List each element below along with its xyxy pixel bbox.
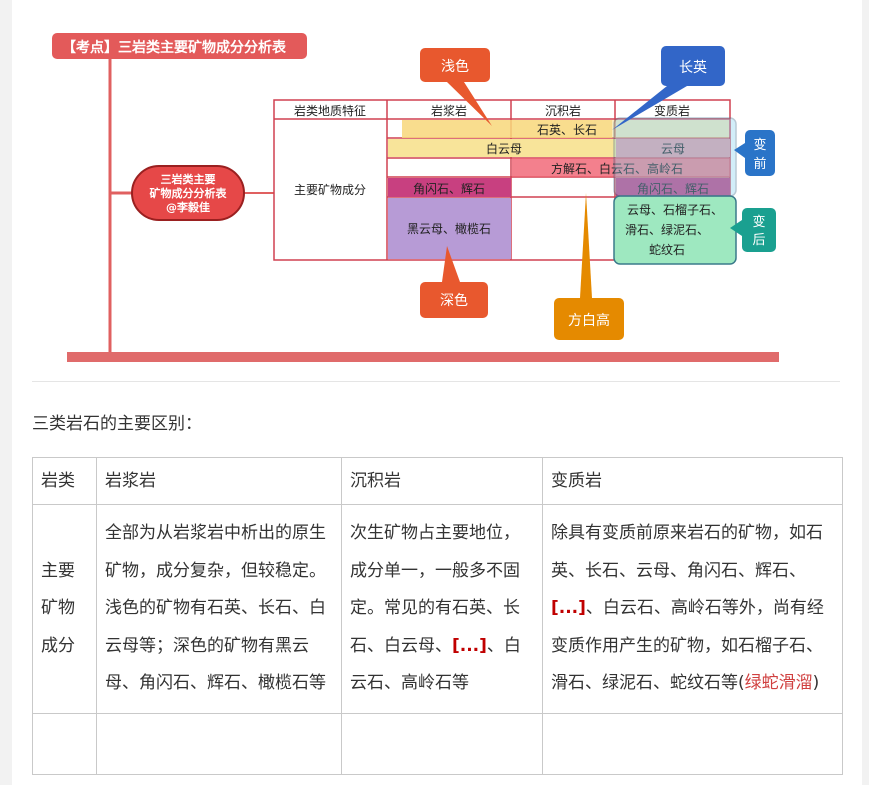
meta-before-box	[613, 117, 737, 197]
mm-cell-meta-mica: 云母	[661, 142, 685, 156]
callout-fangbaigao-text: 方白高	[568, 312, 610, 329]
table-cell	[96, 712, 342, 775]
callout-changying	[661, 46, 725, 86]
band-hornblende-meta	[616, 178, 730, 197]
cell-igneous: 全部为从岩浆岩中析出的原生矿物，成分复杂，但较稳定。浅色的矿物有石英、长石、白云…	[96, 504, 342, 714]
cell-metamorphic: 除具有变质前原来岩石的矿物，如石英、长石、云母、角闪石、辉石、 [...]、白云石…	[542, 504, 843, 714]
center-node-line-3: @李毅佳	[166, 200, 210, 214]
callout-light	[420, 48, 490, 82]
mm-cell-biotite-igneous: 黑云母、橄榄石	[407, 221, 491, 236]
mm-header-metamorphic: 变质岩	[654, 103, 690, 118]
table-row: 主要矿物成分 全部为从岩浆岩中析出的原生矿物，成分复杂，但较稳定。浅色的矿物有石…	[32, 504, 843, 714]
band-quartz	[402, 120, 612, 138]
mnemonic-close: )	[812, 673, 820, 693]
cell-sedimentary: 次生矿物占主要地位，成分单一，一般多不固定。常见的有石英、长石、白云母、[...…	[341, 504, 543, 714]
center-node	[131, 165, 245, 221]
callout-bianhou-text: 变	[752, 214, 765, 230]
callout-bianqian-text: 变	[753, 137, 766, 153]
section-title: 三类岩石的主要区别：	[32, 414, 202, 434]
cell-sedimentary-text-b: 、白云石、高岭石等	[350, 635, 521, 694]
mm-cell-meta-new-3: 蛇纹石	[649, 242, 685, 257]
table-cell	[542, 712, 843, 775]
table-cell	[341, 712, 543, 775]
table-header-cell: 沉积岩	[341, 457, 543, 505]
mm-cell-meta-new-1: 云母、石榴子石、	[627, 203, 723, 217]
callout-changying-text: 长英	[679, 59, 707, 76]
topic-banner	[52, 33, 307, 59]
comparison-table: 岩类 岩浆岩 沉积岩 变质岩 主要矿物成分 全部为从岩浆岩中析出的原生矿物，成分…	[32, 457, 843, 775]
mm-header-sedimentary: 沉积岩	[545, 103, 581, 118]
mm-cell-calcite: 方解石、白云石、高岭石	[551, 161, 683, 176]
mm-header-igneous: 岩浆岩	[431, 103, 467, 118]
cloze-blank[interactable]: [...]	[452, 635, 487, 656]
mnemonic-open: (	[738, 673, 745, 693]
row-label-mineral-composition: 主要矿物成分	[32, 504, 97, 714]
table-header-cell: 岩浆岩	[96, 457, 342, 505]
table-header-cell: 变质岩	[542, 457, 843, 505]
callout-bianqian	[745, 130, 775, 176]
mm-header-feature: 岩类地质特征	[294, 103, 366, 118]
cell-metamorphic-text-b: 、白云石、高岭石等外，尚有经变质作用产生的矿物，如石榴子石、滑石、绿泥石、蛇纹石…	[551, 598, 824, 693]
mm-cell-hornblende-meta: 角闪石、辉石	[637, 182, 709, 196]
mm-cell-quartz: 石英、长石	[537, 123, 597, 137]
table-row	[32, 712, 843, 775]
topic-banner-text: 【考点】三岩类主要矿物成分分析表	[62, 39, 287, 56]
band-meta-mica	[616, 139, 730, 157]
callout-light-text: 浅色	[441, 58, 469, 75]
callout-dark-text: 深色	[440, 292, 468, 309]
callout-bianhou-text-2: 后	[752, 233, 765, 248]
cell-metamorphic-text-a: 除具有变质前原来岩石的矿物，如石英、长石、云母、角闪石、辉石、	[551, 523, 823, 581]
callout-bianhou	[742, 208, 776, 252]
mm-cell-meta-new-2: 滑石、绿泥石、	[625, 222, 709, 237]
callout-dark	[420, 282, 488, 318]
band-hornblende-igneous	[388, 178, 511, 197]
mm-cell-hornblende-igneous: 角闪石、辉石	[413, 182, 485, 196]
mm-row-label: 主要矿物成分	[294, 183, 366, 197]
table-header-row: 岩类 岩浆岩 沉积岩 变质岩	[32, 457, 843, 505]
band-calcite	[512, 158, 730, 177]
center-node-line-1: 三岩类主要	[161, 172, 216, 186]
table-header-cell: 岩类	[32, 457, 97, 505]
cell-sedimentary-text-a: 次生矿物占主要地位，成分单一，一般多不固定。常见的有石英、长石、白云母、	[350, 523, 520, 656]
mindmap-footer-bar	[67, 352, 779, 362]
cloze-blank[interactable]: [...]	[551, 598, 586, 618]
mnemonic-text: 绿蛇滑溜	[744, 673, 813, 693]
divider	[32, 381, 840, 382]
article-card: 【考点】三岩类主要矿物成分分析表 三岩类主要 矿物成分分析表 @李毅佳 岩类地质…	[12, 0, 862, 785]
callout-bianqian-text-2: 前	[753, 156, 766, 172]
mm-cell-muscovite: 白云母	[486, 141, 522, 156]
band-biotite-igneous	[388, 198, 511, 259]
callout-fangbaigao	[554, 298, 624, 340]
table-cell	[32, 712, 97, 775]
band-muscovite	[388, 139, 616, 157]
center-node-line-2: 矿物成分分析表	[150, 186, 228, 200]
mineral-mindmap-diagram: 【考点】三岩类主要矿物成分分析表 三岩类主要 矿物成分分析表 @李毅佳 岩类地质…	[52, 33, 779, 362]
